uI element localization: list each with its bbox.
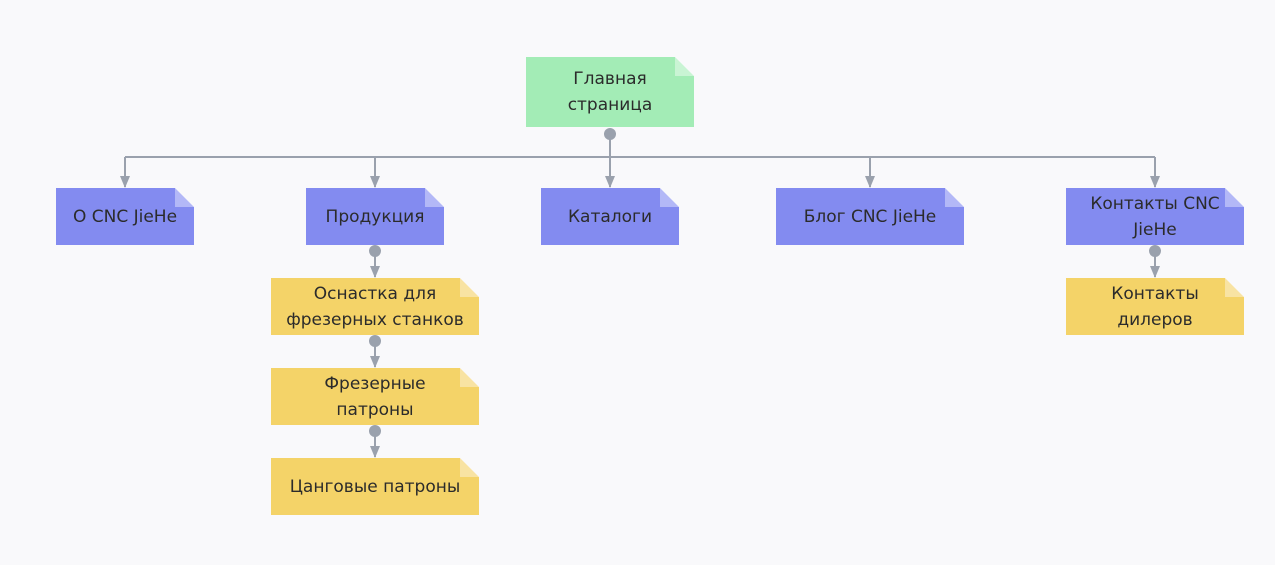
connector-dot — [369, 335, 381, 347]
node-label: Контакты CNC JieHe — [1090, 193, 1220, 240]
connector-dot — [604, 128, 616, 140]
page-fold-corner — [425, 188, 444, 207]
page-fold-corner — [1225, 188, 1244, 207]
node-home-page: Главная страница — [526, 57, 694, 127]
node-label: Главная страница — [567, 69, 653, 115]
node-label: Оснастка для фрезерных станков — [286, 283, 464, 330]
page-fold-corner — [1225, 278, 1244, 297]
page-fold-corner — [175, 188, 194, 207]
node-label: Блог CNC JieHe — [803, 206, 937, 227]
page-fold-corner — [460, 368, 479, 387]
node-milling-tooling: Оснастка для фрезерных станков — [271, 278, 479, 335]
node-catalogs: Каталоги — [541, 188, 679, 245]
node-label: Каталоги — [567, 206, 653, 227]
page-fold-corner — [460, 458, 479, 477]
node-blog: Блог CNC JieHe — [776, 188, 964, 245]
connector-dot — [369, 425, 381, 437]
node-collet-chucks: Цанговые патроны — [271, 458, 479, 515]
page-fold-corner — [675, 57, 694, 76]
node-label: Продукция — [325, 206, 425, 227]
node-label: Цанговые патроны — [289, 476, 461, 497]
node-label: Фрезерные патроны — [324, 373, 426, 420]
node-milling-chucks: Фрезерные патроны — [271, 368, 479, 425]
node-about-cnc-jiehe: О CNC JieHe — [56, 188, 194, 245]
page-fold-corner — [945, 188, 964, 207]
connector-dot — [1149, 245, 1161, 257]
node-contacts: Контакты CNC JieHe — [1066, 188, 1244, 245]
node-label: О CNC JieHe — [72, 206, 178, 227]
page-fold-corner — [660, 188, 679, 207]
node-products: Продукция — [306, 188, 444, 245]
node-dealer-contacts: Контакты дилеров — [1066, 278, 1244, 335]
page-fold-corner — [460, 278, 479, 297]
connector-dot — [369, 245, 381, 257]
node-label: Контакты дилеров — [1111, 283, 1199, 330]
